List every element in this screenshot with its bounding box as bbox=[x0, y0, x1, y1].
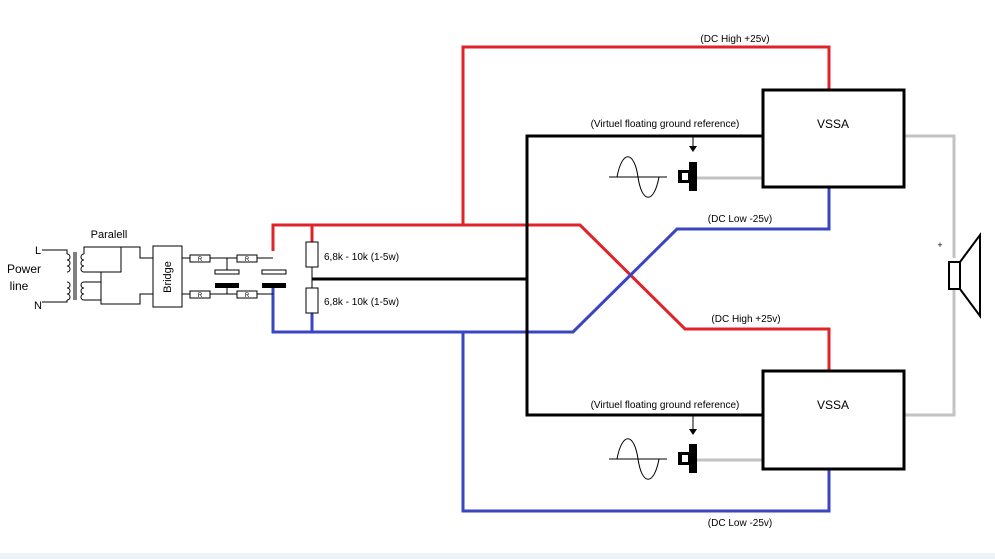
dc-low-main-wire bbox=[271, 187, 831, 334]
vssa-top-label: VSSA bbox=[817, 117, 849, 131]
parallel-wire-1 bbox=[83, 246, 153, 259]
parallel-wire-3 bbox=[84, 281, 153, 305]
vssa-bottom-label: VSSA bbox=[817, 398, 849, 412]
sine-wave-top-icon bbox=[609, 156, 667, 198]
ground-ref-top-label: (Virtuel floating ground reference) bbox=[591, 119, 740, 130]
ground-ref-bottom-label: (Virtuel floating ground reference) bbox=[591, 400, 740, 411]
bridge-box bbox=[152, 245, 183, 308]
dc-low-bottom-label: (DC Low -25v) bbox=[708, 518, 772, 529]
small-resistor-1-label: R bbox=[198, 257, 203, 263]
small-resistor-2 bbox=[236, 254, 258, 263]
primary-wire-L bbox=[42, 249, 68, 254]
parallel-wire-2 bbox=[84, 247, 122, 273]
small-resistor-3-label: R bbox=[198, 293, 203, 299]
arrow-down-icon bbox=[689, 416, 697, 435]
power-line-label-2: line bbox=[10, 279, 29, 293]
line-N-label: N bbox=[34, 300, 42, 312]
speaker-plus-label: + bbox=[937, 240, 942, 250]
input-jack-top-icon bbox=[678, 162, 697, 191]
resistor-bottom-label: 6,8k - 10k (1-5w) bbox=[324, 297, 399, 308]
dc-high-bottom-label: (DC High +25v) bbox=[711, 314, 780, 325]
small-resistor-2-label: R bbox=[245, 257, 250, 263]
sine-wave-bottom-icon bbox=[609, 438, 667, 480]
dc-high-main-wire bbox=[271, 223, 831, 371]
dc-high-top-wire bbox=[461, 45, 831, 225]
bridge-label: Bridge bbox=[162, 261, 174, 293]
bottom-strip bbox=[0, 553, 995, 559]
vssa-top-box bbox=[761, 88, 906, 189]
dc-high-top-label: (DC High +25v) bbox=[700, 34, 769, 45]
speaker-wire-bottom bbox=[904, 290, 956, 417]
line-L-label: L bbox=[35, 245, 41, 257]
small-resistor-3 bbox=[189, 290, 211, 299]
small-resistor-4 bbox=[236, 290, 258, 299]
capacitor-left-icon bbox=[214, 258, 240, 294]
resistor-bottom bbox=[305, 287, 319, 314]
arrow-down-icon bbox=[689, 136, 697, 152]
small-resistor-4-label: R bbox=[245, 293, 250, 299]
transformer-icon bbox=[66, 252, 85, 301]
small-resistor-1 bbox=[189, 254, 211, 263]
vssa-bottom-box bbox=[761, 369, 906, 471]
resistor-top-label: 6,8k - 10k (1-5w) bbox=[324, 252, 399, 263]
capacitor-right-icon bbox=[261, 269, 287, 288]
input-jack-bottom-icon bbox=[678, 444, 697, 473]
speaker-wire-top bbox=[904, 134, 956, 258]
speaker-icon bbox=[948, 231, 981, 320]
power-line-label-1: Power bbox=[7, 262, 41, 276]
dc-low-top-label: (DC Low -25v) bbox=[708, 214, 772, 225]
primary-wire-N bbox=[42, 300, 68, 303]
ground-wire-top bbox=[525, 134, 763, 417]
resistor-top bbox=[305, 241, 319, 268]
parallel-label: Paralell bbox=[91, 229, 128, 241]
dc-low-bottom-wire bbox=[461, 332, 831, 513]
